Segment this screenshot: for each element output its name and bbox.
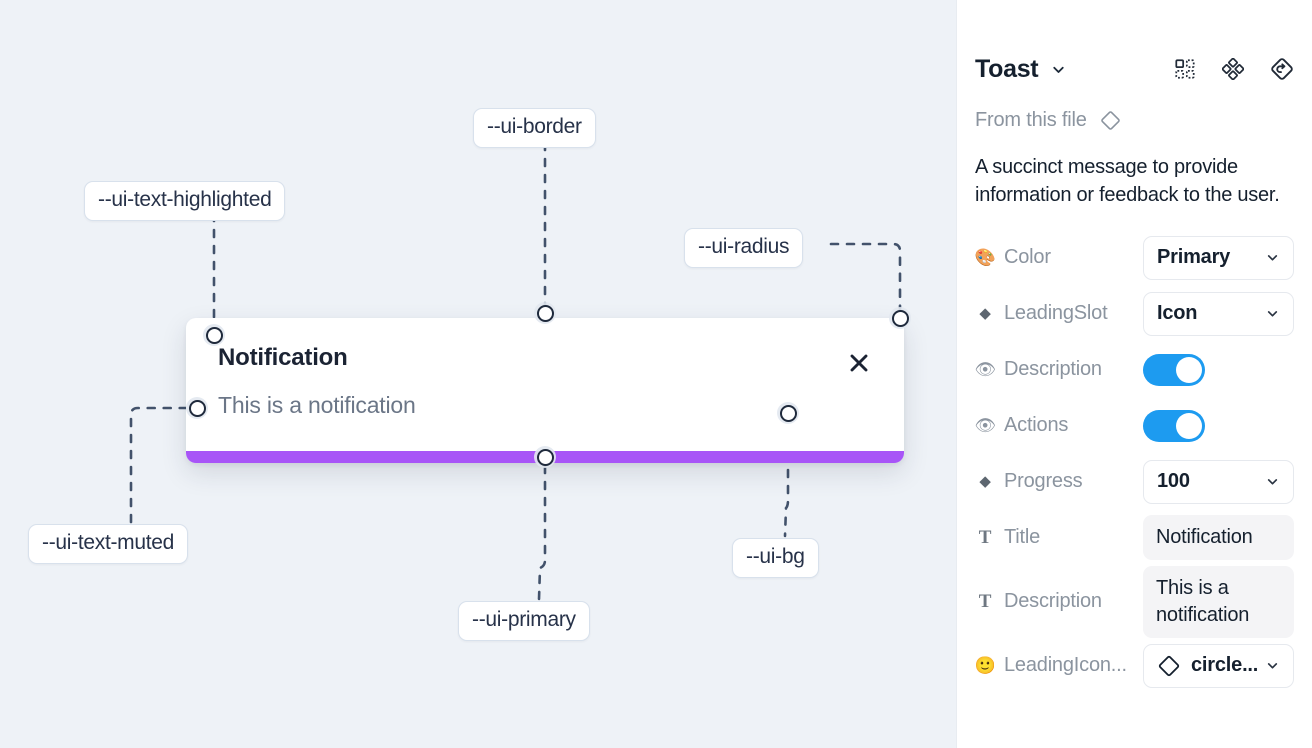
property-row-leadingicon: 🙂 LeadingIcon... circle...: [975, 638, 1294, 694]
color-select[interactable]: Primary: [1143, 235, 1294, 280]
diamond-component-icon: [1157, 654, 1181, 678]
properties-panel: Toast: [956, 0, 1312, 748]
description-input[interactable]: This is a notification: [1143, 565, 1294, 638]
from-this-file-row[interactable]: From this file: [975, 109, 1294, 132]
diamond-icon: ◆: [979, 473, 991, 491]
chevron-down-icon: [1265, 250, 1280, 265]
property-label-text: Color: [1004, 246, 1051, 269]
property-list: 🎨 Color Primary ◆ LeadingSlot: [975, 230, 1294, 694]
connector-bg: [783, 420, 790, 538]
eye-emoji-icon: 👁: [975, 416, 996, 436]
anchor-marker-bg[interactable]: [777, 402, 799, 424]
chevron-down-icon: [1265, 658, 1280, 673]
palette-emoji-icon: 🎨: [975, 248, 996, 268]
color-select-value: Primary: [1157, 246, 1231, 269]
annotation-pill-primary[interactable]: --ui-primary: [458, 601, 590, 642]
property-label-text: Description: [1004, 590, 1102, 613]
property-row-description-toggle: 👁 Description: [975, 342, 1294, 398]
from-this-file-label: From this file: [975, 109, 1087, 131]
property-label-text: Title: [1004, 526, 1041, 549]
progress-select-value: 100: [1157, 470, 1190, 493]
property-label-text: LeadingIcon...: [1004, 654, 1127, 677]
annotation-pill-border[interactable]: --ui-border: [473, 108, 596, 149]
diamond-component-icon: [1099, 109, 1122, 132]
page-title: Toast: [975, 54, 1039, 83]
leadingslot-select-value: Icon: [1157, 302, 1198, 325]
diamond-icon: ◆: [979, 305, 991, 323]
property-label-text: LeadingSlot: [1004, 302, 1108, 325]
property-row-title: T Title Notification: [975, 510, 1294, 566]
component-description: A succinct message to provide informatio…: [975, 156, 1280, 207]
anchor-marker-primary[interactable]: [534, 446, 556, 468]
chevron-down-icon: [1265, 474, 1280, 489]
connector-radius: [829, 242, 902, 312]
property-label-leadingicon: 🙂 LeadingIcon...: [975, 654, 1143, 677]
smiley-emoji-icon: 🙂: [975, 656, 996, 676]
connector-text-muted: [129, 406, 191, 524]
anchor-marker-border[interactable]: [534, 302, 556, 324]
leadingicon-select-value: circle...: [1191, 654, 1259, 677]
property-row-leadingslot: ◆ LeadingSlot Icon: [975, 286, 1294, 342]
design-canvas[interactable]: Notification This is a notification --ui…: [0, 0, 956, 748]
property-label-leadingslot: ◆ LeadingSlot: [975, 302, 1143, 325]
property-control-leadingslot: Icon: [1143, 291, 1294, 336]
anchor-marker-text-muted[interactable]: [186, 397, 208, 419]
text-glyph-icon: T: [978, 591, 992, 613]
actions-toggle[interactable]: [1143, 409, 1205, 442]
annotation-pill-text-highlighted[interactable]: --ui-text-highlighted: [84, 181, 286, 222]
title-input[interactable]: Notification: [1143, 515, 1294, 561]
anchor-marker-text-highlighted[interactable]: [203, 324, 225, 346]
annotation-pill-text-muted[interactable]: --ui-text-muted: [28, 524, 189, 565]
panel-header-icons: [1174, 57, 1294, 81]
annotation-pill-bg[interactable]: --ui-bg: [732, 538, 819, 579]
leadingicon-select[interactable]: circle...: [1143, 643, 1294, 688]
property-label-actions-toggle: 👁 Actions: [975, 414, 1143, 437]
property-control-progress: 100: [1143, 459, 1294, 504]
property-control-description-text: This is a notification: [1143, 565, 1294, 638]
variants-icon[interactable]: [1222, 58, 1244, 80]
close-x-icon[interactable]: [842, 346, 876, 380]
property-label-text: Progress: [1004, 470, 1083, 493]
property-control-leadingicon: circle...: [1143, 643, 1294, 688]
toast-title: Notification: [218, 344, 348, 371]
property-control-actions-toggle: [1143, 409, 1294, 442]
description-toggle[interactable]: [1143, 353, 1205, 386]
property-label-description-text: T Description: [975, 590, 1143, 613]
property-label-text: Actions: [1004, 414, 1069, 437]
toast-description: This is a notification: [218, 392, 416, 418]
property-control-description-toggle: [1143, 353, 1294, 386]
property-label-progress: ◆ Progress: [975, 470, 1143, 493]
component-set-icon[interactable]: [1174, 58, 1196, 80]
annotation-connectors: [129, 141, 902, 601]
property-label-color: 🎨 Color: [975, 246, 1143, 269]
eye-emoji-icon: 👁: [975, 360, 996, 380]
connector-primary: [537, 464, 547, 601]
chevron-down-icon[interactable]: [1050, 61, 1067, 78]
property-control-color: Primary: [1143, 235, 1294, 280]
property-row-actions-toggle: 👁 Actions: [975, 398, 1294, 454]
leadingslot-select[interactable]: Icon: [1143, 291, 1294, 336]
progress-select[interactable]: 100: [1143, 459, 1294, 504]
chevron-down-icon: [1265, 306, 1280, 321]
property-label-description-toggle: 👁 Description: [975, 358, 1143, 381]
property-label-text: Description: [1004, 358, 1102, 381]
property-control-title: Notification: [1143, 515, 1294, 561]
anchor-marker-radius[interactable]: [889, 307, 911, 329]
toast-component[interactable]: Notification This is a notification: [186, 318, 904, 463]
property-label-title: T Title: [975, 526, 1143, 549]
panel-header: Toast: [975, 52, 1294, 86]
property-row-progress: ◆ Progress 100: [975, 454, 1294, 510]
reset-instance-icon[interactable]: [1270, 57, 1294, 81]
property-row-color: 🎨 Color Primary: [975, 230, 1294, 286]
annotation-pill-radius[interactable]: --ui-radius: [684, 228, 804, 269]
property-row-description-text: T Description This is a notification: [975, 565, 1294, 638]
text-glyph-icon: T: [978, 527, 992, 549]
